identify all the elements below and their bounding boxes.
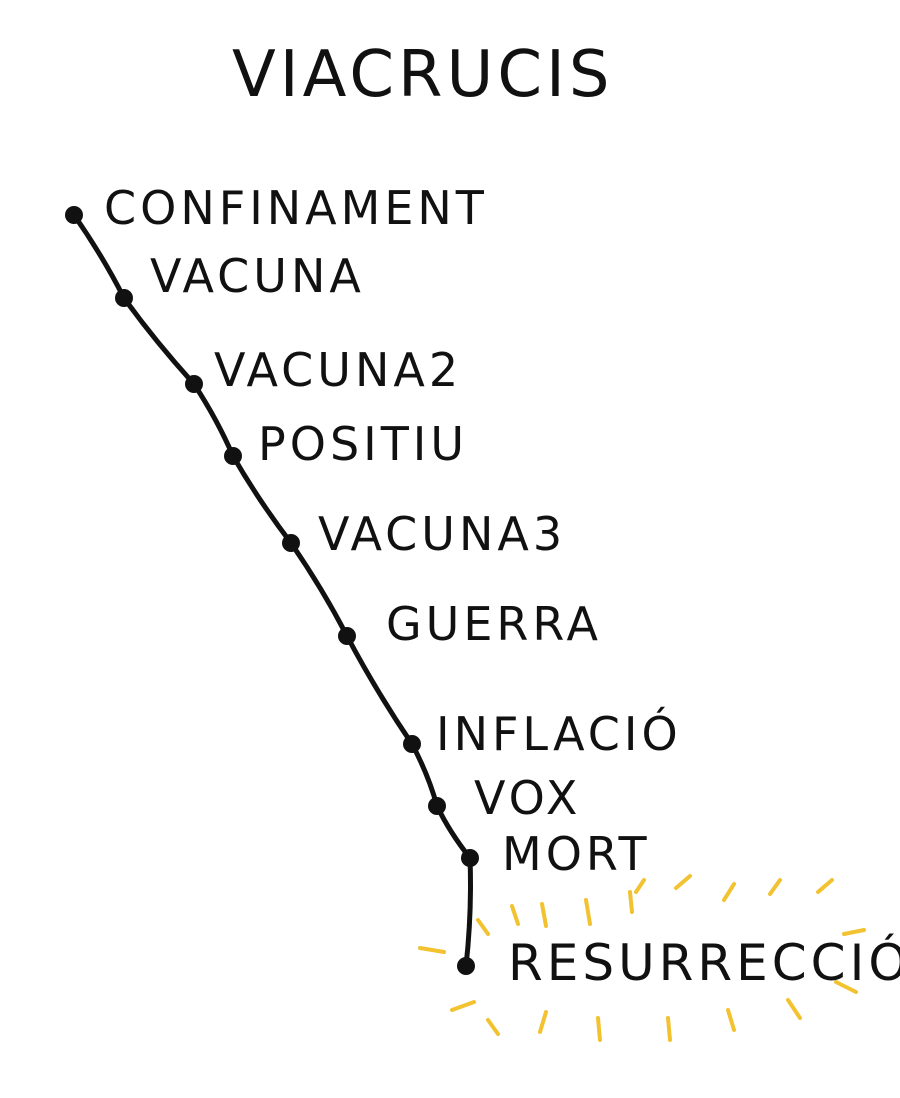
glow-ray [486,1018,500,1036]
station-dot [457,957,475,975]
resurrection-glow [418,874,866,1042]
glow-ray [768,878,782,896]
station-label: VACUNA [150,249,365,303]
glow-ray [726,1008,736,1032]
glow-ray [540,902,548,928]
glow-ray [628,890,634,914]
glow-ray [842,928,866,936]
glow-ray [674,874,692,890]
glow-ray [584,898,592,926]
station-label: CONFINAMENT [104,181,488,235]
glow-ray [816,878,834,894]
station-label: POSITIU [258,417,468,471]
station-label: GUERRA [386,597,602,651]
station-dot [224,447,242,465]
station-dot [65,206,83,224]
station-dot [428,797,446,815]
glow-ray [538,1010,548,1034]
glow-ray [722,882,736,902]
station-label: VACUNA3 [318,507,566,561]
station-dot [461,849,479,867]
station-dot [338,627,356,645]
glow-ray [450,1000,476,1012]
glow-ray [418,946,446,954]
station-list: CONFINAMENT VACUNA VACUNA2 POSITIU VACUN… [65,181,900,992]
glow-ray [786,998,802,1020]
station-dot [403,735,421,753]
timeline-line [71,212,473,969]
glow-ray [596,1016,602,1042]
station-dot [115,289,133,307]
station-label: VOX [474,771,581,825]
station-label: INFLACIÓ [436,707,682,761]
drawing-title: Viacrucis [232,38,614,112]
glow-ray [834,980,858,994]
glow-ray [476,918,490,936]
glow-ray [634,878,646,894]
station-label: VACUNA2 [214,343,462,397]
glow-ray [510,904,520,926]
glow-ray [666,1016,672,1042]
station-label: RESURRECCIÓ [508,933,900,992]
station-dot [282,534,300,552]
station-dot [185,375,203,393]
station-label: MORT [502,827,651,881]
